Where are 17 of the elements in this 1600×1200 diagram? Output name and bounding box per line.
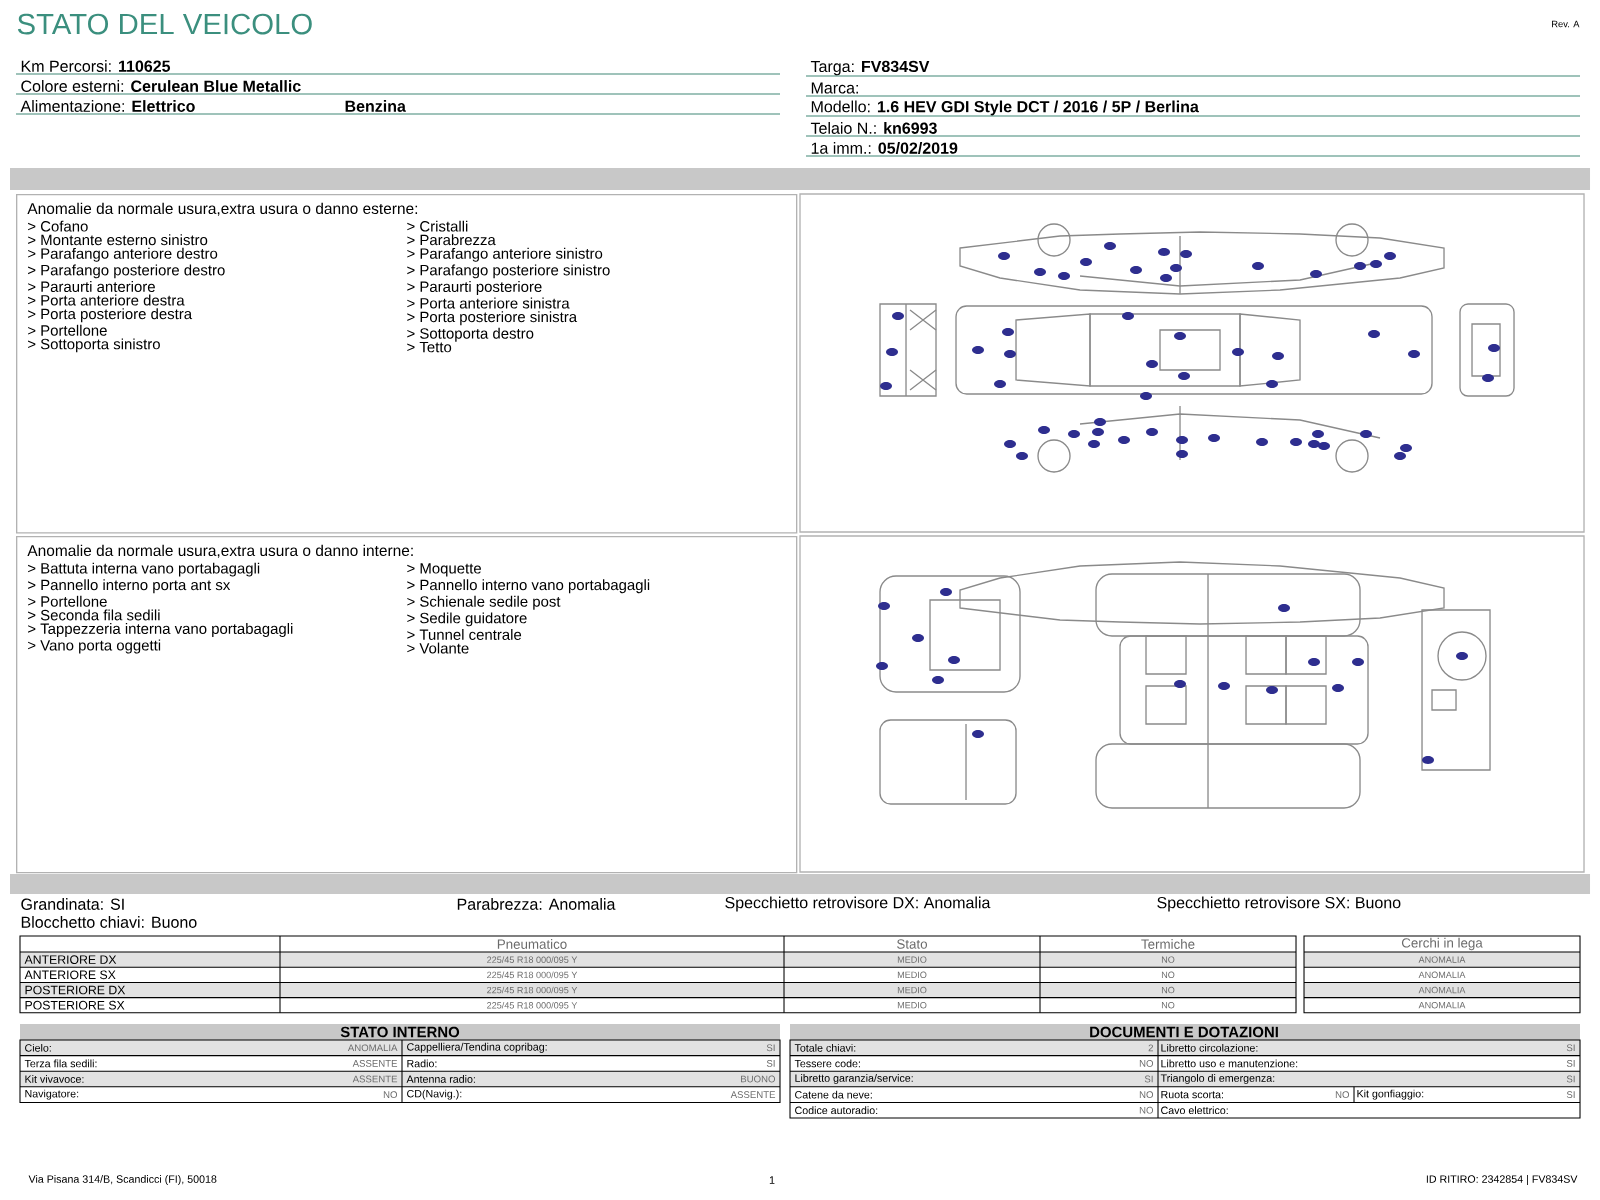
status-text: Specchietto retrovisore DX: Anomalia [725, 896, 991, 912]
field-text: Colore esterni: Cerulean Blue Metallic [21, 80, 301, 92]
field-text: Alimentazione: Elettrico [20, 100, 195, 112]
status-text: Specchietto retrovisore SX: Buono [1157, 896, 1401, 912]
field-value: Benzina [345, 100, 406, 112]
field-text: Targa: FV834SV [810, 60, 930, 76]
checklist-panel [16, 194, 798, 534]
field-text: 1a imm.: 05/02/2019 [811, 142, 958, 154]
page-title: STATO DEL VEICOLO [17, 13, 312, 35]
field-text: Marca: [811, 82, 858, 94]
checklist-panel [16, 536, 798, 874]
field-text: Modello: 1.6 HEV GDI Style DCT / 2016 / 5P / Berlina [811, 100, 1199, 116]
field-text: Telaio N.: kn6993 [810, 122, 937, 134]
status-text: Parabrezza: Anomalia [457, 898, 616, 910]
status-text: Blocchetto chiavi: Buono [21, 916, 197, 928]
field-text: Km Percorsi: 110625 [21, 60, 171, 72]
status-text: Grandinata: SI [21, 898, 124, 910]
